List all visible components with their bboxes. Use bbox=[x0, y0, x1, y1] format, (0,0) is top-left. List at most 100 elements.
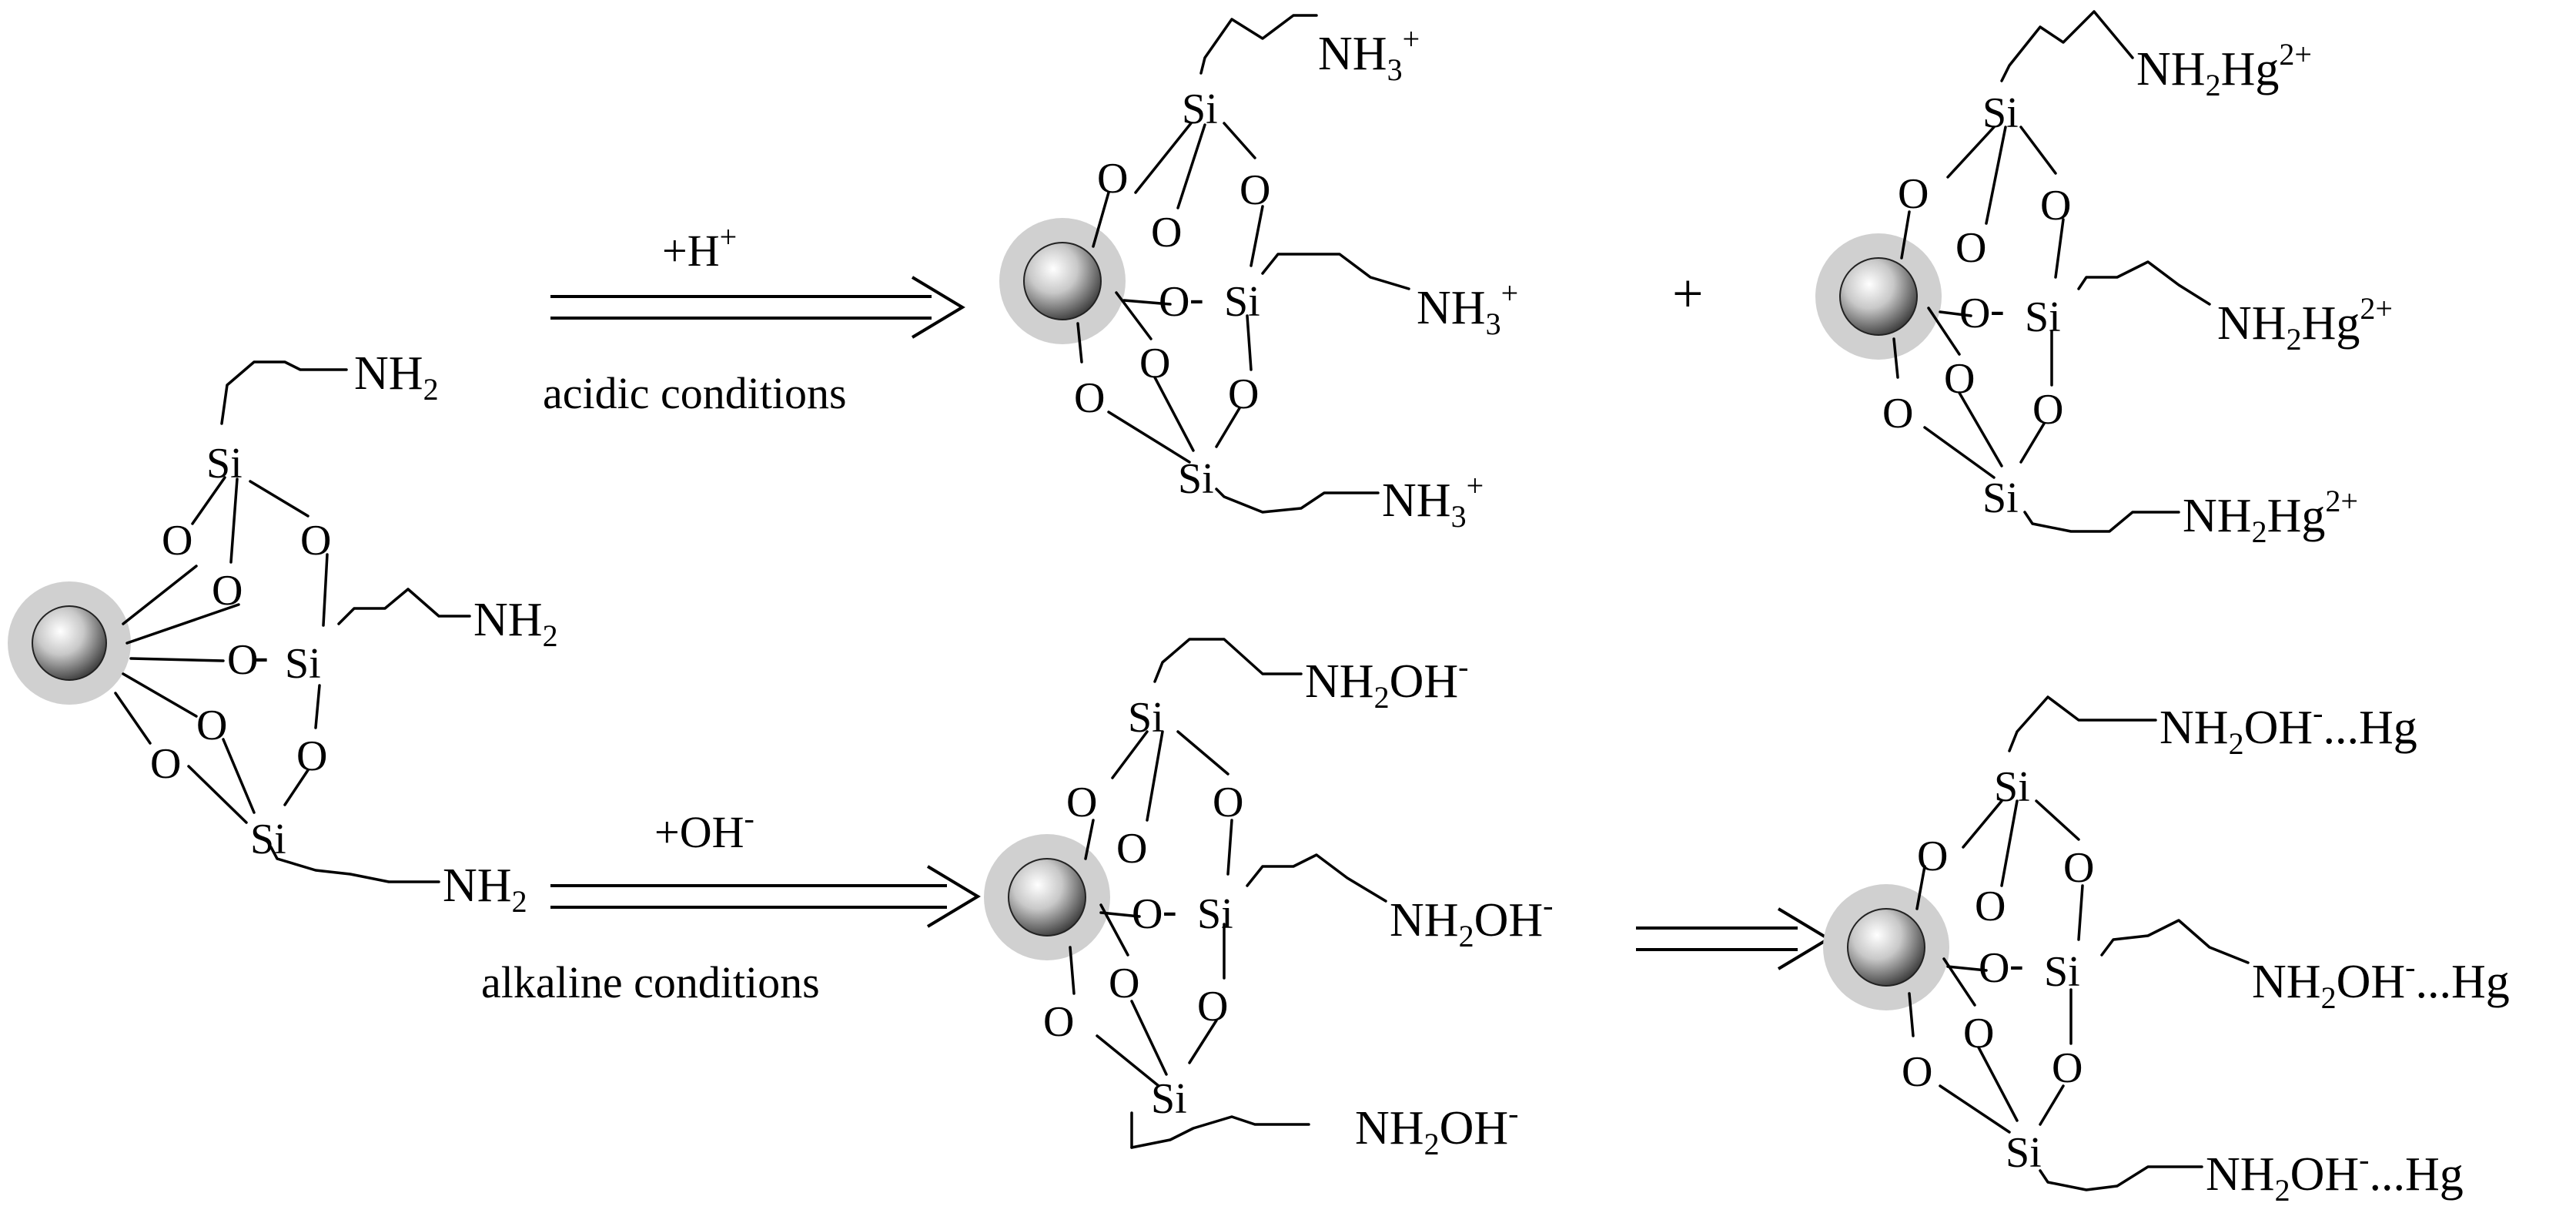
atom-si-top: Si bbox=[1182, 85, 1218, 133]
atom-o: O bbox=[2063, 844, 2094, 892]
atom-o: O bbox=[1944, 355, 1975, 403]
atom-o: O bbox=[1066, 779, 1097, 826]
reactant-molecule: Si O O O O - Si O O O Si NH2 NH2 NH2 bbox=[8, 347, 558, 919]
acid-product-ammonium-groups: NH3+ NH3+ NH3+ bbox=[1318, 22, 1518, 534]
atom-si-bottom: Si bbox=[1151, 1075, 1187, 1123]
acid-double-arrow bbox=[550, 276, 965, 339]
atom-o: O bbox=[1074, 374, 1105, 422]
bridge-dash: - bbox=[1990, 286, 2005, 333]
atom-o: O bbox=[162, 517, 192, 565]
ammonium-group-bottom: NH3+ bbox=[1382, 468, 1484, 534]
hydroxide-mercury-group-top: NH2OH-...Hg bbox=[2159, 695, 2417, 761]
acid-product-atoms: Si O O O O - Si O O O Si bbox=[1074, 85, 1270, 503]
atom-o: O bbox=[227, 636, 258, 684]
atom-si-top: Si bbox=[1128, 694, 1164, 742]
atom-o: O bbox=[1132, 890, 1163, 938]
atom-o: O bbox=[1043, 998, 1074, 1046]
amine-group-top: NH2 bbox=[354, 347, 439, 407]
atom-si-top: Si bbox=[206, 440, 243, 488]
reactant-amine-groups: NH2 NH2 NH2 bbox=[354, 347, 558, 919]
mercury-product-bonds bbox=[1892, 10, 2211, 533]
acid-arrow-condition: acidic conditions bbox=[543, 368, 847, 418]
acid-arrow: +H+ acidic conditions bbox=[543, 219, 965, 418]
atom-o: O bbox=[1963, 1010, 1994, 1057]
atom-si-mid: Si bbox=[1197, 890, 1233, 938]
alkaline-double-arrow bbox=[550, 865, 981, 928]
atom-si-bottom: Si bbox=[250, 816, 286, 863]
alkaline-arrow: +OH- alkaline conditions bbox=[481, 801, 981, 1007]
bridge-dash: - bbox=[254, 632, 269, 680]
atom-si-bottom: Si bbox=[2006, 1129, 2042, 1177]
atom-o: O bbox=[1882, 390, 1913, 437]
alkaline-mercury-product-bonds bbox=[1908, 695, 2250, 1191]
ammonium-group-mid: NH3+ bbox=[1417, 276, 1518, 341]
amine-group-mid: NH2 bbox=[473, 594, 558, 653]
alkaline-arrow-condition: alkaline conditions bbox=[481, 957, 820, 1007]
atom-o: O bbox=[150, 740, 181, 788]
ammonium-group-top: NH3+ bbox=[1318, 22, 1420, 87]
atom-o: O bbox=[2052, 1044, 2083, 1092]
atom-o: O bbox=[300, 517, 331, 565]
alkaline-product-bonds bbox=[1069, 638, 1387, 1149]
atom-o: O bbox=[1228, 370, 1259, 418]
atom-si-mid: Si bbox=[2044, 948, 2080, 996]
hydroxide-group-mid: NH2OH- bbox=[1390, 888, 1553, 953]
atom-o: O bbox=[1902, 1048, 1932, 1096]
alkaline-product-groups: NH2OH- NH2OH- NH2OH- bbox=[1305, 649, 1553, 1161]
hydroxide-mercury-group-bottom: NH2OH-...Hg bbox=[2206, 1142, 2464, 1208]
atom-o: O bbox=[1197, 983, 1228, 1030]
amine-group-bottom: NH2 bbox=[443, 859, 527, 919]
alkaline-mercury-product-molecule: Si O O O O - Si O O O Si NH2OH-...Hg NH2… bbox=[1823, 695, 2510, 1208]
atom-o: O bbox=[1239, 166, 1270, 214]
hydroxide-group-bottom: NH2OH- bbox=[1355, 1096, 1518, 1161]
alkaline-product-molecule: Si O O O O - Si O O O Si NH2OH- NH2OH- N… bbox=[984, 638, 1553, 1161]
mercury-product-groups: NH2Hg2+ NH2Hg2+ NH2Hg2+ bbox=[2136, 37, 2393, 549]
bridge-dash: - bbox=[1163, 886, 1177, 934]
mercury-group-bottom: NH2Hg2+ bbox=[2183, 484, 2358, 549]
atom-o: O bbox=[2032, 386, 2063, 434]
atom-si-mid: Si bbox=[2025, 293, 2061, 341]
hydroxide-group-top: NH2OH- bbox=[1305, 649, 1468, 715]
atom-o: O bbox=[1979, 944, 2009, 992]
atom-si-mid: Si bbox=[285, 640, 321, 688]
mercury-product-particle bbox=[1815, 233, 1942, 360]
acid-arrow-reagent: +H+ bbox=[662, 219, 737, 276]
alkaline-product-particle bbox=[984, 834, 1110, 960]
plus-sign: + bbox=[1672, 263, 1704, 324]
atom-si-top: Si bbox=[1982, 89, 2019, 137]
atom-o: O bbox=[1213, 779, 1243, 826]
reactant-bonds bbox=[114, 360, 471, 883]
bridge-dash: - bbox=[2009, 940, 2024, 988]
alkaline-product-atoms: Si O O O O - Si O O O Si bbox=[1043, 694, 1243, 1123]
alkaline-mercury-product-groups: NH2OH-...Hg NH2OH-...Hg NH2OH-...Hg bbox=[2159, 695, 2510, 1208]
atom-o: O bbox=[1116, 825, 1147, 873]
acid-product-bonds bbox=[1076, 14, 1410, 514]
mercury-group-top: NH2Hg2+ bbox=[2136, 37, 2312, 102]
atom-si-top: Si bbox=[1994, 763, 2030, 811]
alkaline-arrow-reagent: +OH- bbox=[654, 801, 754, 857]
atom-o: O bbox=[212, 567, 243, 615]
mercury-product-atoms: Si O O O O - Si O O O Si bbox=[1882, 89, 2071, 522]
atom-si-bottom: Si bbox=[1178, 455, 1214, 503]
hydroxide-mercury-group-mid: NH2OH-...Hg bbox=[2252, 950, 2510, 1015]
atom-o: O bbox=[1955, 224, 1986, 272]
atom-o: O bbox=[1917, 833, 1948, 880]
atom-si-mid: Si bbox=[1224, 278, 1260, 326]
atom-o: O bbox=[1898, 170, 1929, 218]
atom-o: O bbox=[1959, 290, 1990, 337]
atom-o: O bbox=[1139, 340, 1170, 387]
atom-o: O bbox=[296, 732, 327, 780]
acid-product-particle bbox=[999, 218, 1126, 344]
mercury-product-molecule: Si O O O O - Si O O O Si NH2Hg2+ NH2Hg2+… bbox=[1815, 10, 2393, 549]
atom-o: O bbox=[1151, 209, 1182, 256]
atom-o: O bbox=[2040, 182, 2071, 230]
bridge-dash: - bbox=[1189, 274, 1204, 322]
alkaline-mercury-product-particle bbox=[1823, 884, 1949, 1010]
reactant-atoms: Si O O O O - Si O O O Si bbox=[150, 440, 331, 863]
atom-o: O bbox=[1975, 883, 2006, 930]
atom-o: O bbox=[1097, 155, 1128, 203]
atom-o: O bbox=[1109, 960, 1139, 1007]
atom-si-bottom: Si bbox=[1982, 474, 2019, 522]
alkaline-mercury-product-atoms: Si O O O O - Si O O O Si bbox=[1902, 763, 2094, 1177]
